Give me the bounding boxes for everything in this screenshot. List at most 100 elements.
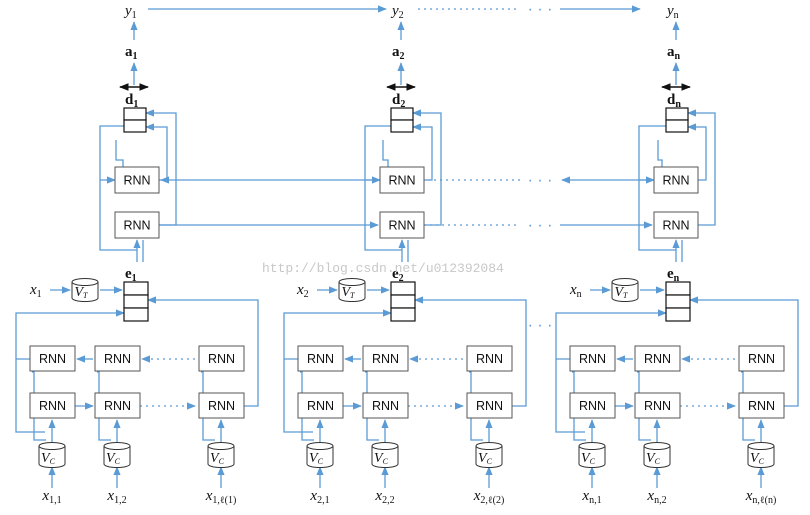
bwd-feedback-3 (687, 123, 707, 181)
attention-a-3: an (667, 44, 681, 62)
embed-vt-3-label: VT (614, 285, 628, 300)
embed-vc-3-3-top (747, 442, 775, 450)
embed-vc-1-3 (207, 446, 235, 468)
enc-rnn-forward-2-2-label: RNN (372, 399, 399, 413)
embed-vc-2-2-top (371, 442, 399, 450)
enc-rnn-forward-1-3-label: RNN (208, 399, 235, 413)
decoder-rnn-forward-3-label: RNN (662, 219, 689, 233)
bwd-up-3 (657, 140, 663, 167)
embed-vc-3-1 (578, 446, 606, 468)
enc-rnn-forward-3-3-label: RNN (748, 399, 775, 413)
input-x-3-2: xn,2 (646, 488, 666, 506)
embed-vc-2-1-label: VC (309, 451, 324, 466)
summary-state-1-cell-2 (123, 294, 149, 309)
enc-rnn-forward-3-2 (634, 392, 681, 419)
embed-vt-3-top (611, 278, 639, 286)
enc-rnn-backward-1-2 (94, 345, 141, 372)
output-y-1: y1 (123, 3, 137, 21)
decoder-d-1: d1 (125, 92, 138, 110)
decoder-state-3-cell-2 (665, 119, 689, 133)
embed-vc-1-1-label: VC (41, 451, 56, 466)
embed-vc-1-3-label: VC (210, 451, 225, 466)
enc-rnn-forward-2-2 (362, 392, 409, 419)
decoder-state-1-cell-2 (123, 119, 147, 133)
enc-rnn-backward-2-2-label: RNN (372, 352, 399, 366)
fwd-feedback-2 (412, 109, 442, 226)
embed-vc-3-2-label: VC (646, 451, 661, 466)
embed-vt-3 (611, 282, 639, 302)
enc-rnn-backward-2-3-label: RNN (476, 352, 503, 366)
shapes-layer (29, 107, 785, 468)
input-x-3-1: xn,1 (581, 488, 601, 506)
enc-bwd-out-1 (15, 309, 125, 360)
enc-rnn-forward-2-3-label: RNN (476, 399, 503, 413)
enc-rnn-forward-3-1-label: RNN (579, 399, 606, 413)
enc-rnn-backward-1-1-label: RNN (39, 352, 66, 366)
decoder-rnn-forward-3 (653, 211, 699, 239)
summary-state-3-cell-3 (665, 307, 691, 322)
decoder-rnn-backward-2 (379, 166, 425, 194)
decoder-rnn-forward-2 (379, 211, 425, 239)
embed-vc-1-2-top (103, 442, 131, 450)
embed-vt-2-label: VT (341, 285, 355, 300)
input-x-2-3: x2,ℓ(2) (473, 488, 505, 506)
embed-vc-1-1-top (38, 442, 66, 450)
y-ellipsis: · · · (528, 1, 553, 18)
enc-rnn-backward-2-2 (362, 345, 409, 372)
enc-rnn-backward-3-2-label: RNN (644, 352, 671, 366)
enc-rnn-backward-2-1 (297, 345, 344, 372)
embed-vc-2-2-label: VC (374, 451, 389, 466)
output-y-2: y2 (390, 3, 404, 21)
embed-vt-1-label: VT (74, 285, 88, 300)
enc-rnn-backward-2-1-label: RNN (307, 352, 334, 366)
enc-rnn-backward-3-3-label: RNN (748, 352, 775, 366)
enc-rnn-forward-1-1-label: RNN (39, 399, 66, 413)
summary-x-2: x2 (296, 282, 309, 300)
attention-a-2: a2 (392, 44, 405, 62)
d-to-bwd-1 (99, 125, 124, 184)
enc-rnn-backward-3-2 (634, 345, 681, 372)
embed-vc-2-2 (371, 446, 399, 468)
enc-left-3 (555, 359, 585, 433)
embed-vc-3-3 (747, 446, 775, 468)
embed-vc-2-3-top (475, 442, 503, 450)
decoder-rnn-forward-1 (114, 211, 160, 239)
input-x-2-1: x2,1 (309, 488, 329, 506)
decoder-state-2-cell-2 (390, 119, 414, 133)
summary-state-3-cell-2 (665, 294, 691, 309)
summary-e-1: e1 (125, 266, 137, 284)
input-x-3-3: xn,ℓ(n) (745, 488, 777, 506)
enc-rnn-forward-2-3 (466, 392, 513, 419)
embed-vc-2-1-top (306, 442, 334, 450)
enc-rnn-forward-1-1 (29, 392, 76, 419)
enc-left-2 (283, 359, 313, 433)
enc-left-1 (15, 359, 45, 433)
enc-fwd-out-1 (147, 296, 259, 407)
input-x-1-1: x1,1 (41, 488, 61, 506)
embed-vt-1 (71, 282, 99, 302)
enc-rnn-backward-1-1 (29, 345, 76, 372)
enc-rnn-forward-1-2-label: RNN (104, 399, 131, 413)
summary-state-2-cell-3 (390, 307, 416, 322)
decoder-d-2: d2 (392, 92, 405, 110)
encoder-ellipsis: · · · (528, 317, 553, 334)
embed-vc-1-2-label: VC (106, 451, 121, 466)
enc-fwd-out-2 (414, 296, 527, 407)
summary-x-3: xn (569, 282, 582, 300)
summary-state-1-cell-3 (123, 307, 149, 322)
embed-vt-2 (338, 282, 366, 302)
enc-rnn-forward-3-3 (738, 392, 785, 419)
input-x-1-2: x1,2 (106, 488, 126, 506)
bwd-to-e-2 (364, 180, 402, 251)
enc-rnn-forward-1-2 (94, 392, 141, 419)
enc-bwd-out-3 (555, 309, 667, 360)
embed-vc-2-1 (306, 446, 334, 468)
enc-rnn-forward-3-1 (569, 392, 616, 419)
embed-vt-2-top (338, 278, 366, 286)
summary-x-1: x1 (29, 282, 42, 300)
input-x-1-3: x1,ℓ(1) (205, 488, 237, 506)
attention-a-1: a1 (125, 44, 138, 62)
enc-rnn-backward-3-1 (569, 345, 616, 372)
